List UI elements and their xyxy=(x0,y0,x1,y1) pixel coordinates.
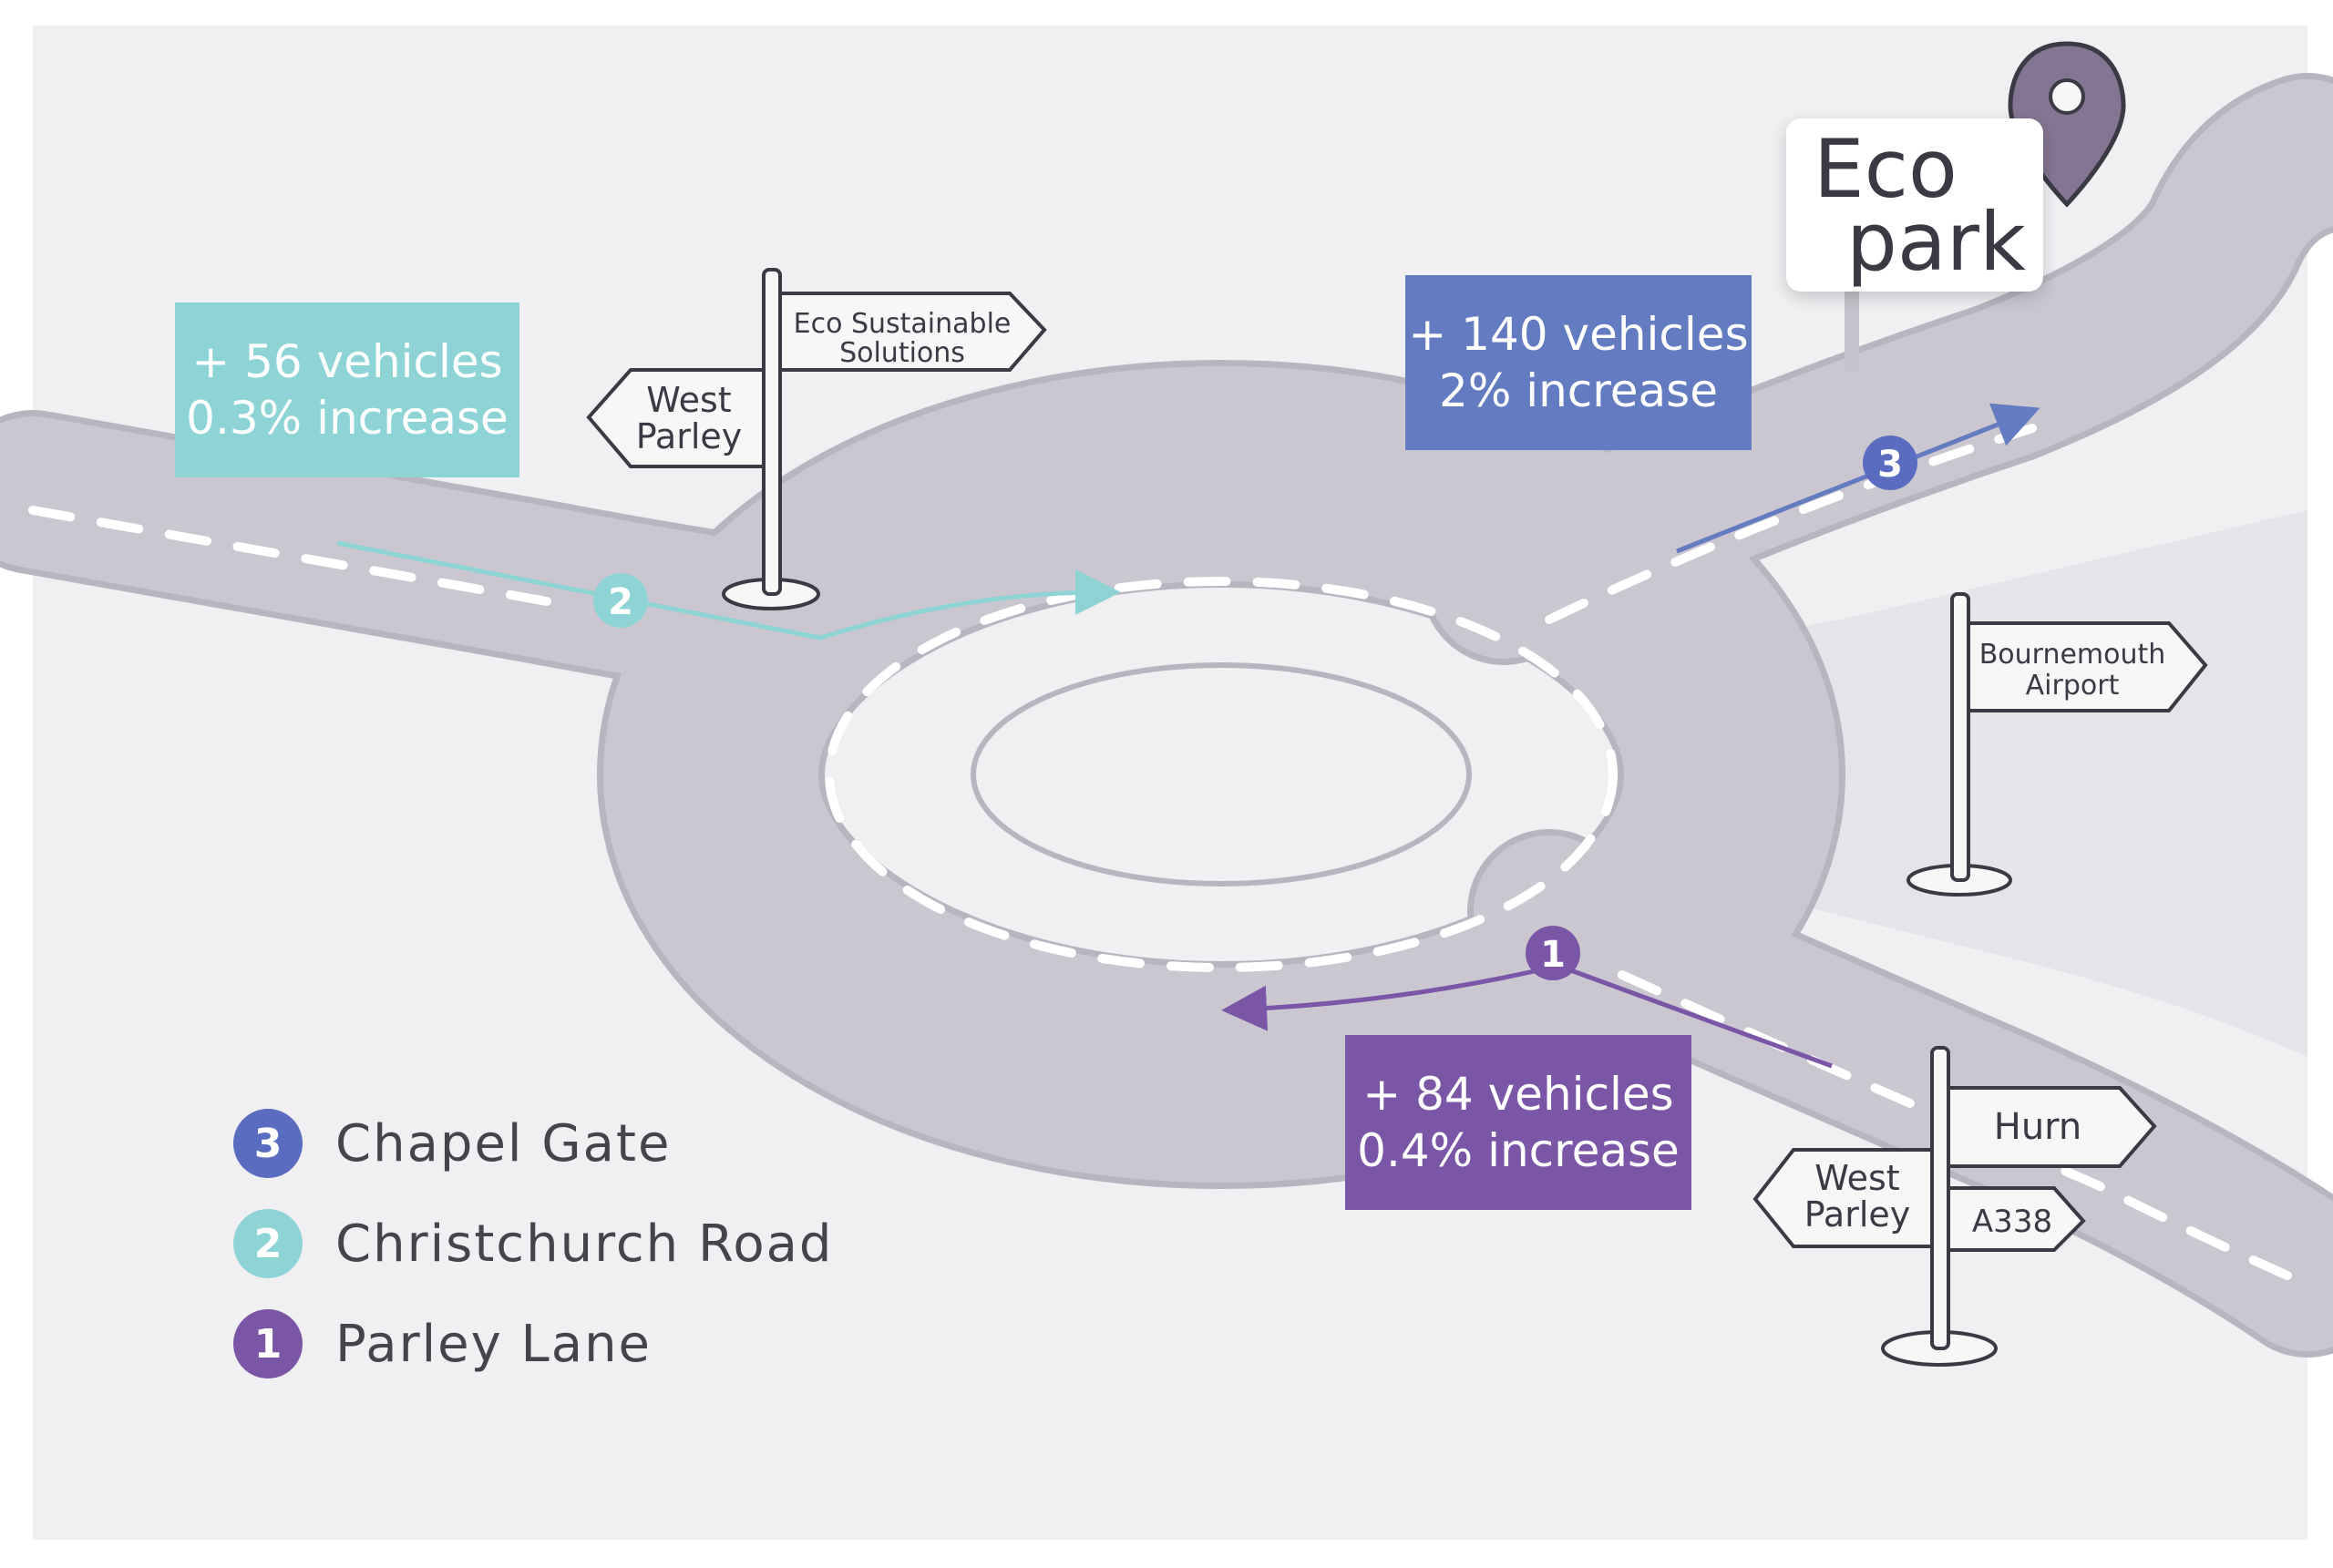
signpost-west-parley: Eco Sustainable Solutions West Parley xyxy=(586,268,1047,610)
legend-item-chapel-gate: 3 Chapel Gate xyxy=(233,1093,833,1194)
stat-chapel-increase: 2% increase xyxy=(1439,364,1718,417)
sign-west-parley-2-line1: West xyxy=(1814,1158,1899,1198)
sign-west-parley-line1: West xyxy=(646,380,731,420)
stat-parley-vehicles: + 84 vehicles xyxy=(1362,1068,1674,1121)
stat-christchurch-vehicles: + 56 vehicles xyxy=(191,335,503,388)
stat-parley-increase: 0.4% increase xyxy=(1357,1124,1680,1177)
sign-eco-solutions-line1: Eco Sustainable xyxy=(794,308,1012,340)
route-marker-2: 2 xyxy=(593,573,648,628)
sign-hurn: Hurn xyxy=(1994,1106,2082,1148)
legend-label-christchurch-road: Christchurch Road xyxy=(335,1214,834,1274)
sign-west-parley-2-line2: Parley xyxy=(1804,1194,1911,1235)
route-chapel-arrow xyxy=(1676,403,2040,554)
eco-park-sign: Eco park xyxy=(1786,118,2043,292)
legend-badge-1: 1 xyxy=(233,1309,303,1378)
stat-chapel-gate: + 140 vehicles 2% increase xyxy=(1405,275,1752,450)
sign-a338: A338 xyxy=(1972,1204,2052,1240)
signpost-bournemouth-airport: Bournemouth Airport xyxy=(1906,592,2208,897)
legend: 3 Chapel Gate 2 Christchurch Road 1 Parl… xyxy=(233,1093,833,1394)
route-christchurch-arrow xyxy=(336,540,1121,641)
route-marker-1-number: 1 xyxy=(1540,934,1566,976)
legend-label-chapel-gate: Chapel Gate xyxy=(335,1113,672,1173)
eco-park-post xyxy=(1845,290,1859,372)
signpost-hurn: Hurn West Parley A338 xyxy=(1752,1046,2157,1367)
sign-west-parley-line2: Parley xyxy=(636,416,743,456)
stat-chapel-vehicles: + 140 vehicles xyxy=(1408,308,1749,361)
eco-park-line1: Eco xyxy=(1814,122,1958,216)
stat-parley-lane: + 84 vehicles 0.4% increase xyxy=(1345,1035,1691,1210)
stat-christchurch-road: + 56 vehicles 0.3% increase xyxy=(175,302,519,477)
eco-park-line2: park xyxy=(1846,195,2026,289)
route-marker-3-number: 3 xyxy=(1877,444,1903,486)
route-parley-arrow xyxy=(1221,963,1833,1069)
sign-airport-line1: Bournemouth xyxy=(1979,639,2166,671)
sign-eco-solutions-line2: Solutions xyxy=(839,337,965,369)
legend-label-parley-lane: Parley Lane xyxy=(335,1314,653,1374)
route-marker-2-number: 2 xyxy=(608,581,633,623)
legend-badge-2: 2 xyxy=(233,1209,303,1278)
stat-christchurch-increase: 0.3% increase xyxy=(186,392,509,445)
legend-item-parley-lane: 1 Parley Lane xyxy=(233,1294,833,1394)
route-marker-1: 1 xyxy=(1526,926,1580,980)
route-marker-3: 3 xyxy=(1863,436,1917,490)
sign-airport-line2: Airport xyxy=(2026,670,2120,702)
legend-item-christchurch-road: 2 Christchurch Road xyxy=(233,1194,833,1294)
legend-badge-3: 3 xyxy=(233,1109,303,1178)
roundabout-island xyxy=(971,662,1472,886)
